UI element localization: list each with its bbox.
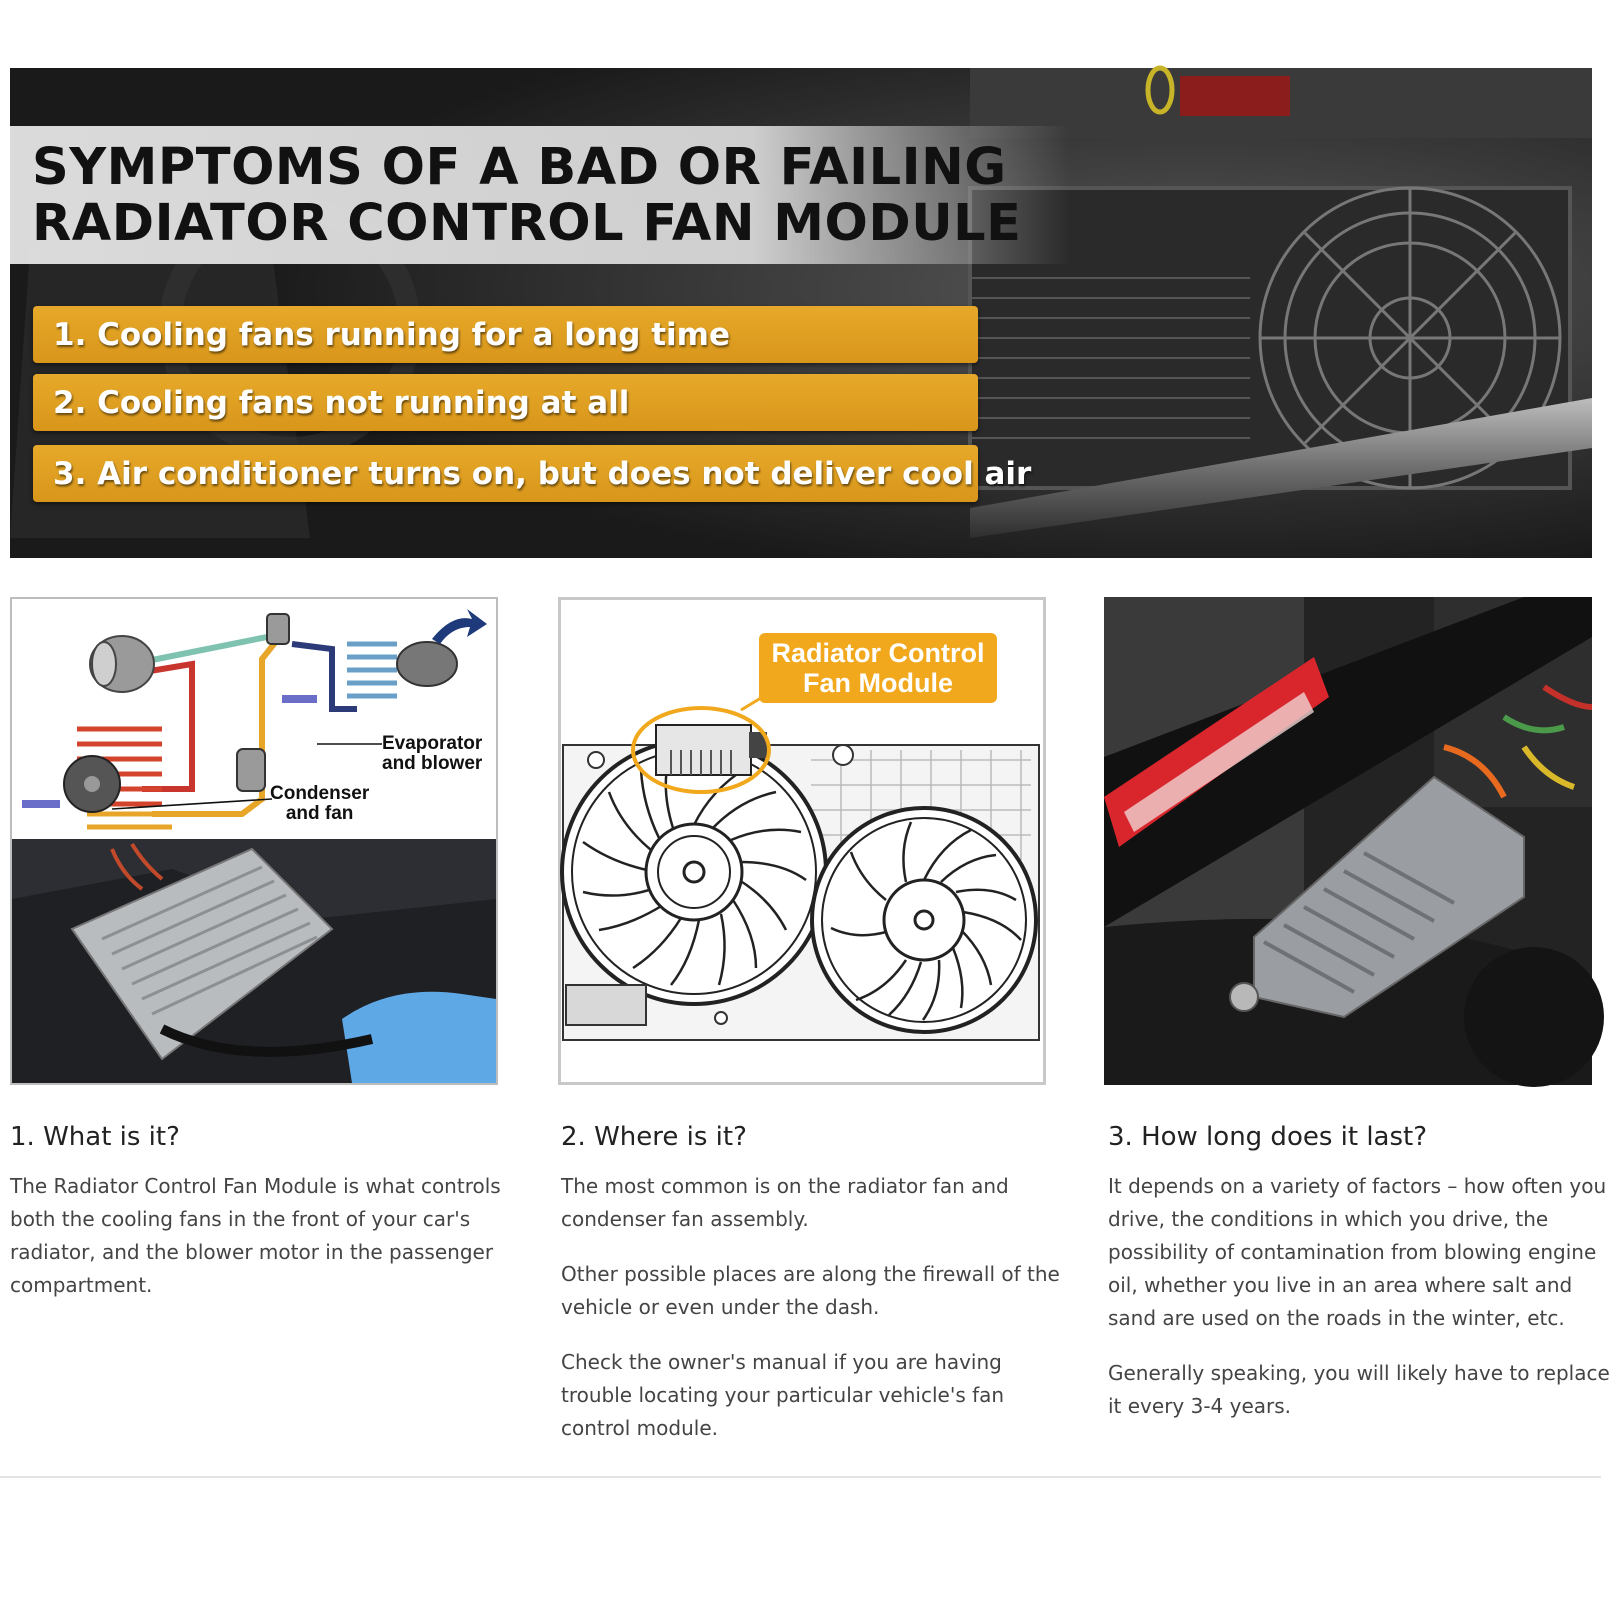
symptom-text-2: 2. Cooling fans not running at all [53,384,630,421]
receiver-drier-icon [236,613,290,792]
evaporator-label-line-2: and blower [382,753,483,774]
hero-title-line-2: RADIATOR CONTROL FAN MODULE [32,194,1022,253]
fan-module-photo [70,847,334,1061]
column-3-heading: 3. How long does it last? [1108,1122,1428,1152]
small-fan-icon [810,806,1038,1034]
evaporator-label: Evaporator and blower [382,734,482,774]
hero-title: SYMPTOMS OF A BAD OR FAILING RADIATOR CO… [32,140,1052,252]
fan-assembly-drawing: Radiator Control Fan Module [558,597,1046,1085]
column-3-paragraph-2: Generally speaking, you will likely have… [1108,1361,1610,1418]
compressor-icon [89,635,155,693]
hero-banner: SYMPTOMS OF A BAD OR FAILING RADIATOR CO… [10,65,1592,558]
symptom-bar-3: 3. Air conditioner turns on, but does no… [33,445,1031,502]
installed-module-svg [1104,597,1604,1087]
ac-system-diagram [12,599,496,1083]
warning-label [1104,657,1329,847]
large-fan-icon [560,738,828,1006]
condenser-icon [63,726,172,830]
module-housing [1229,775,1525,1019]
evaporator-label-line-1: Evaporator [382,733,483,754]
ac-system-image: Evaporator and blower Condenser and fan [10,597,498,1085]
column-2-paragraph-2: Other possible places are along the fire… [561,1262,1060,1319]
column-1-paragraph-1: The Radiator Control Fan Module is what … [10,1174,501,1297]
gloved-hand [342,991,496,1083]
installed-module-photo [1104,597,1604,1087]
column-what-is-it: 1. What is it? The Radiator Control Fan … [10,1120,520,1324]
symptom-bar-2: 2. Cooling fans not running at all [33,374,978,431]
radiator-control-fan-module-label: Radiator Control Fan Module [759,633,997,703]
hero-title-line-1: SYMPTOMS OF A BAD OR FAILING [32,138,1007,197]
black-panel [1104,597,1592,927]
column-3-paragraph-1: It depends on a variety of factors – how… [1108,1174,1607,1330]
symptom-text-1: 1. Cooling fans running for a long time [53,316,731,353]
callout-line-1: Radiator Control [771,638,985,668]
column-2-heading: 2. Where is it? [561,1122,747,1152]
symptom-text-3: 3. Air conditioner turns on, but does no… [53,455,1032,492]
column-1-heading: 1. What is it? [10,1122,180,1152]
callout-line-2: Fan Module [803,668,953,698]
column-2-paragraph-1: The most common is on the radiator fan a… [561,1174,1009,1231]
column-where-is-it: 2. Where is it? The most common is on th… [561,1120,1071,1467]
evaporator-icon [347,609,487,699]
column-2-paragraph-3: Check the owner's manual if you are havi… [561,1350,1005,1440]
condenser-label-line-1: Condenser [270,783,370,804]
title-band [10,126,1070,264]
fan-control-module-icon [655,724,767,776]
bottom-divider [0,1476,1601,1478]
symptom-bar-1: 1. Cooling fans running for a long time [33,306,978,363]
condenser-label-line-2: and fan [285,803,354,824]
condenser-label: Condenser and fan [270,784,369,824]
column-how-long-does-it-last: 3. How long does it last? It depends on … [1108,1120,1618,1445]
